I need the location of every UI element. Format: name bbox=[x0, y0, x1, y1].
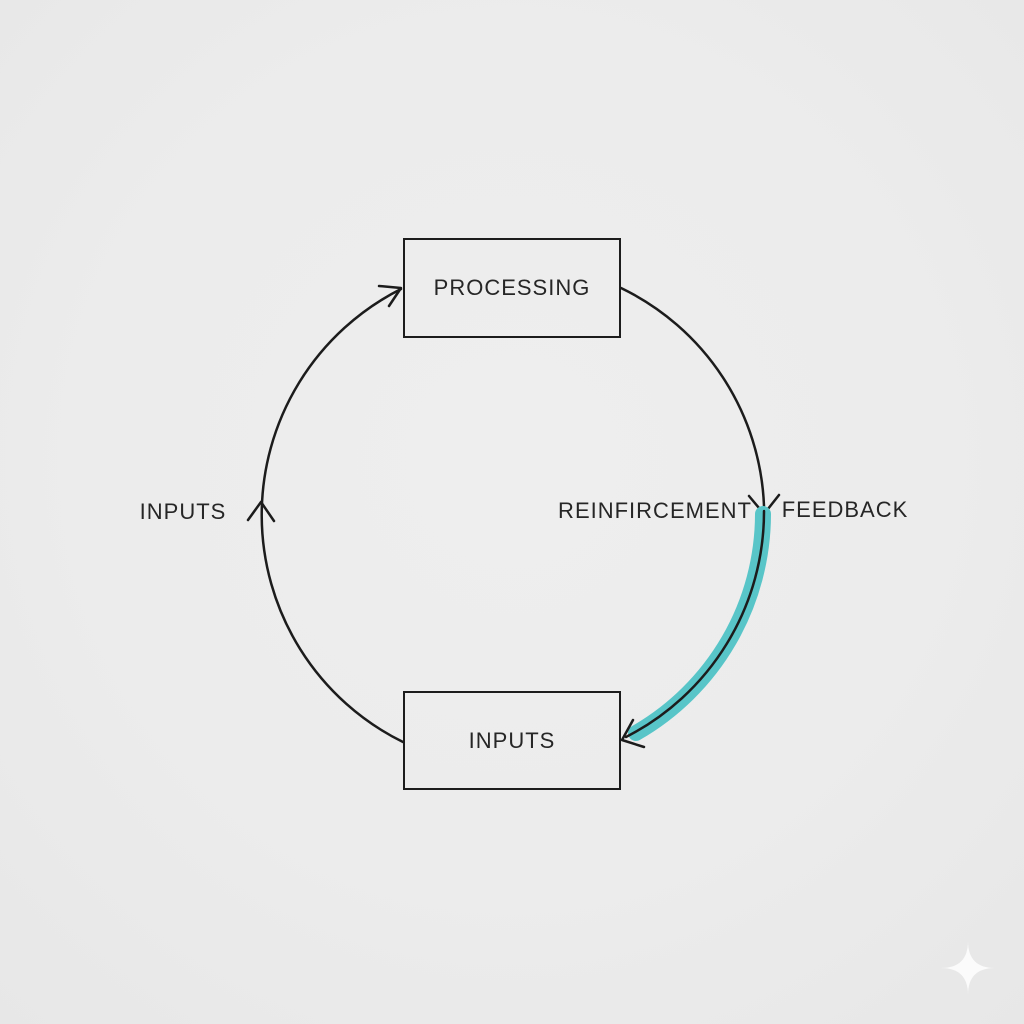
reinforcement-label: REINFIRCEMENT bbox=[558, 498, 752, 523]
sparkle-icon bbox=[941, 941, 995, 995]
inputs-node: INPUTS bbox=[403, 691, 621, 790]
arc-processing-to-feedback bbox=[619, 286, 766, 508]
arrowhead-into-inputs-icon bbox=[620, 718, 646, 749]
processing-node: PROCESSING bbox=[403, 238, 621, 338]
arc-feedback-to-inputs bbox=[624, 509, 766, 739]
feedback-label: FEEDBACK bbox=[781, 497, 909, 522]
processing-node-label: PROCESSING bbox=[433, 275, 591, 300]
arrowhead-up-icon bbox=[246, 500, 276, 523]
inputs-node-label: INPUTS bbox=[468, 727, 556, 753]
inputs-left-label: INPUTS bbox=[139, 499, 227, 524]
arrowhead-into-processing-icon bbox=[377, 284, 403, 308]
highlight-band-feedback-to-inputs bbox=[628, 506, 771, 741]
arc-inputs-to-processing bbox=[260, 287, 405, 744]
